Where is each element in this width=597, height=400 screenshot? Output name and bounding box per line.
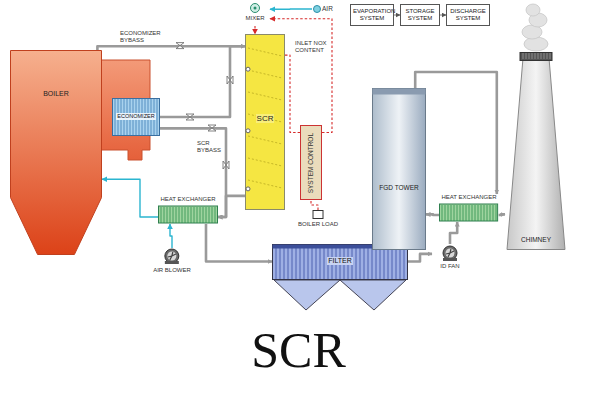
filter-shape bbox=[272, 244, 408, 314]
node-text: HEAT EXCHANGER bbox=[160, 196, 215, 203]
node-text: SYSTEM CONTROL bbox=[307, 133, 315, 193]
annotation-label: SCR BYBASS bbox=[197, 140, 223, 154]
node-text: MIXER bbox=[245, 15, 264, 22]
fgd-tower: FGD TOWER bbox=[372, 88, 426, 250]
flow-connector bbox=[499, 213, 505, 216]
fgd-tower-shape bbox=[372, 88, 426, 250]
node-text: EVAPORATION SYSTEM bbox=[353, 8, 391, 22]
smoke bbox=[522, 4, 548, 51]
heat-exchanger: HEAT EXCHANGER bbox=[439, 194, 498, 222]
system-box: STORAGE SYSTEM bbox=[400, 4, 440, 26]
flow-connector bbox=[97, 46, 245, 50]
node-text: AIR BLOWER bbox=[153, 267, 191, 274]
system-box: EVAPORATION SYSTEM bbox=[350, 4, 394, 26]
flow-connector bbox=[160, 46, 245, 117]
valve-symbols bbox=[176, 43, 233, 169]
control-box: SYSTEM CONTROL bbox=[300, 125, 322, 200]
flow-connector bbox=[285, 55, 300, 132]
mixer: MIXER bbox=[240, 2, 270, 26]
economizer: ECONOMIZER bbox=[112, 98, 160, 136]
flow-connector bbox=[160, 128, 226, 217]
system-box: DISCHARGE SYSTEM bbox=[446, 4, 490, 26]
boiler: BOILER bbox=[10, 50, 102, 255]
node-text: SCR bbox=[256, 114, 275, 123]
flow-connector bbox=[254, 26, 255, 34]
filter: FILTER bbox=[272, 244, 408, 314]
flow-connector bbox=[450, 222, 457, 244]
air-blower: AIR BLOWER bbox=[151, 248, 193, 276]
flow-connector bbox=[218, 196, 245, 217]
valve-symbol bbox=[227, 76, 233, 84]
flow-connector bbox=[394, 15, 400, 16]
valve-symbol bbox=[186, 114, 194, 120]
flow-connector bbox=[102, 179, 158, 217]
boiler-shape bbox=[10, 50, 102, 255]
heat-exchanger: HEAT EXCHANGER bbox=[158, 196, 218, 224]
flow-connector bbox=[270, 8, 312, 10]
caption: SCR bbox=[0, 322, 597, 378]
flow-connector bbox=[206, 224, 272, 262]
node-text: ID FAN bbox=[440, 263, 459, 270]
node-text: STORAGE SYSTEM bbox=[402, 8, 438, 22]
node-text: ECONOMIZER bbox=[116, 113, 155, 120]
annotation-label: INLET NOX CONTENT bbox=[295, 40, 329, 54]
node-text: BOILER bbox=[43, 90, 69, 98]
node-text: FILTER bbox=[327, 257, 353, 265]
node-text: FGD TOWER bbox=[379, 184, 418, 192]
flow-connector bbox=[408, 254, 432, 262]
valve-symbol bbox=[208, 125, 216, 131]
valve-symbol bbox=[176, 43, 184, 49]
annotation-label: ECONOMIZER BYBASS bbox=[120, 30, 180, 44]
node-text: HEAT EXCHANGER bbox=[441, 194, 496, 201]
air-inlet: AIR bbox=[312, 2, 346, 16]
flow-connector bbox=[170, 224, 172, 248]
chimney: CHIMNEY bbox=[505, 52, 567, 250]
node-text: AIR bbox=[322, 5, 333, 13]
id-fan: ID FAN bbox=[432, 244, 468, 274]
id-fan-shape bbox=[432, 244, 468, 274]
node-text: DISCHARGE SYSTEM bbox=[449, 8, 487, 22]
flow-connector bbox=[415, 72, 497, 194]
flow-connector bbox=[440, 15, 446, 16]
flow-connector bbox=[311, 200, 318, 210]
flow-connector bbox=[426, 213, 439, 216]
valve-symbol bbox=[223, 161, 229, 169]
node-text: BOILER LOAD bbox=[298, 221, 338, 228]
chimney-shape bbox=[505, 52, 567, 250]
node-text: CHIMNEY bbox=[521, 236, 551, 244]
boiler-load: BOILER LOAD bbox=[296, 210, 340, 232]
mixer-shape bbox=[240, 2, 270, 26]
scr-reactor: SCR bbox=[245, 34, 285, 210]
